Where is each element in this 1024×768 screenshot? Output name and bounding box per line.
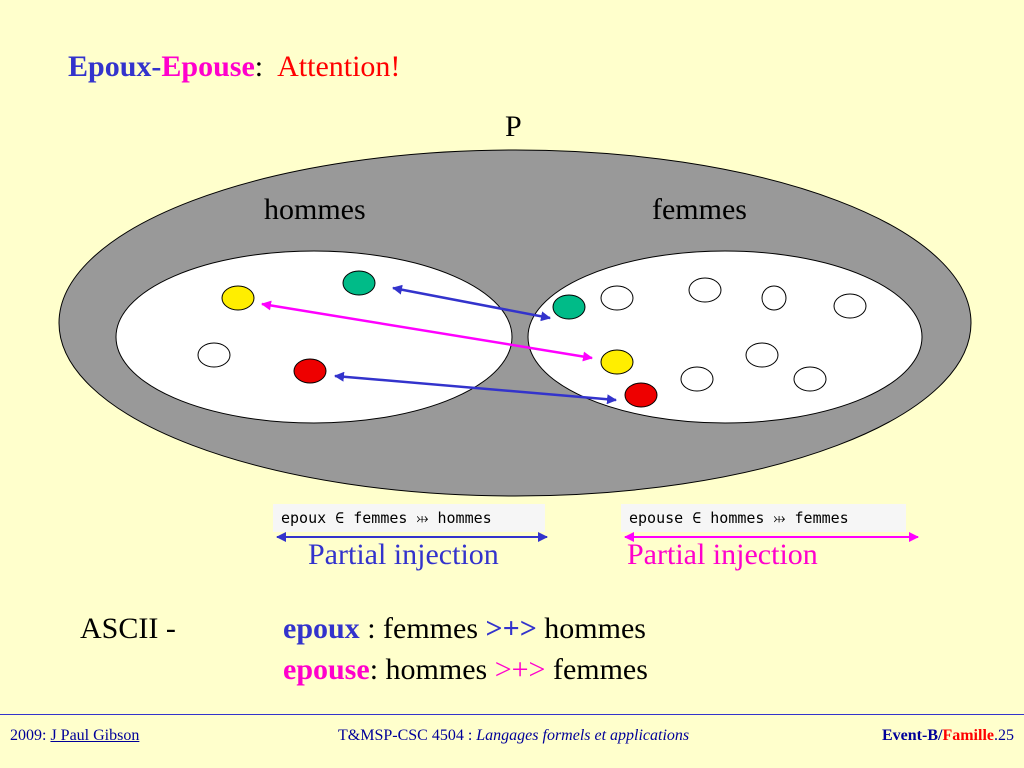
- footer-page-number: .25: [994, 727, 1014, 744]
- footer-topic-famille: Famille: [942, 727, 994, 744]
- ascii-epoux-domain: : femmes: [359, 612, 486, 645]
- pink-mapping-arrow: [261, 300, 593, 362]
- blue-mapping-arrow: [334, 371, 617, 405]
- footer-course-code: T&MSP-CSC 4504 :: [338, 727, 477, 744]
- hommes-green-element: [342, 270, 376, 296]
- epouse-formula: epouse ∈ hommes ⤔ femmes: [621, 504, 906, 532]
- title-epouse: Epouse: [161, 50, 255, 83]
- right-caption: Partial injection: [627, 538, 818, 571]
- ascii-epouse-domain: : hommes: [369, 653, 495, 686]
- set-label-femmes: femmes: [652, 193, 747, 226]
- femmes-red-element: [624, 382, 658, 408]
- femmes-green-element: [552, 294, 586, 320]
- ascii-epouse-keyword: epouse: [283, 653, 370, 686]
- femmes-white-element: [761, 285, 787, 311]
- femmes-yellow-element: [600, 349, 634, 375]
- title-dash: -: [151, 50, 162, 83]
- venn-diagram: [58, 149, 972, 542]
- femmes-white-element: [680, 366, 714, 392]
- epoux-formula: epoux ∈ femmes ⤔ hommes: [273, 504, 545, 532]
- femmes-white-element: [688, 277, 722, 303]
- set-label-p: P: [505, 110, 522, 143]
- ascii-line-epoux: epoux : femmes >+> hommes: [283, 612, 646, 646]
- ascii-epoux-range: hommes: [536, 612, 646, 645]
- footer-author-link[interactable]: J Paul Gibson: [50, 727, 140, 744]
- hommes-red-element: [293, 358, 327, 384]
- femmes-white-element: [745, 342, 779, 368]
- hommes-set-ellipse: [115, 250, 513, 424]
- footer-topic-eventb: Event-B/: [882, 727, 943, 744]
- footer-course: T&MSP-CSC 4504 : Langages formels et app…: [338, 727, 689, 745]
- femmes-white-element: [793, 366, 827, 392]
- footer-year: 2009:: [10, 727, 51, 744]
- title-epoux: Epoux: [68, 50, 152, 83]
- femmes-white-element: [833, 293, 867, 319]
- ascii-prefix: ASCII -: [80, 612, 176, 645]
- hommes-white-element: [197, 342, 231, 368]
- ascii-epouse-operator: >+>: [494, 653, 546, 686]
- footer-credit: 2009: J Paul Gibson: [10, 727, 139, 745]
- femmes-white-element: [600, 285, 634, 311]
- ascii-epouse-range: femmes: [545, 653, 648, 686]
- ascii-line-epouse: epouse: hommes >+> femmes: [283, 653, 648, 687]
- ascii-epoux-operator: >+>: [485, 612, 537, 645]
- set-label-hommes: hommes: [264, 193, 366, 226]
- slide-title: Epoux-Epouse: Attention!: [68, 50, 400, 84]
- left-caption: Partial injection: [308, 538, 499, 571]
- footer-topic: Event-B/Famille.25: [882, 727, 1014, 745]
- footer-course-title: Langages formels et applications: [476, 727, 690, 744]
- title-attention: Attention!: [277, 50, 401, 83]
- ascii-epoux-keyword: epoux: [283, 612, 360, 645]
- title-colon: :: [254, 50, 264, 83]
- hommes-yellow-element: [221, 285, 255, 311]
- slide-footer: 2009: J Paul Gibson T&MSP-CSC 4504 : Lan…: [0, 714, 1024, 768]
